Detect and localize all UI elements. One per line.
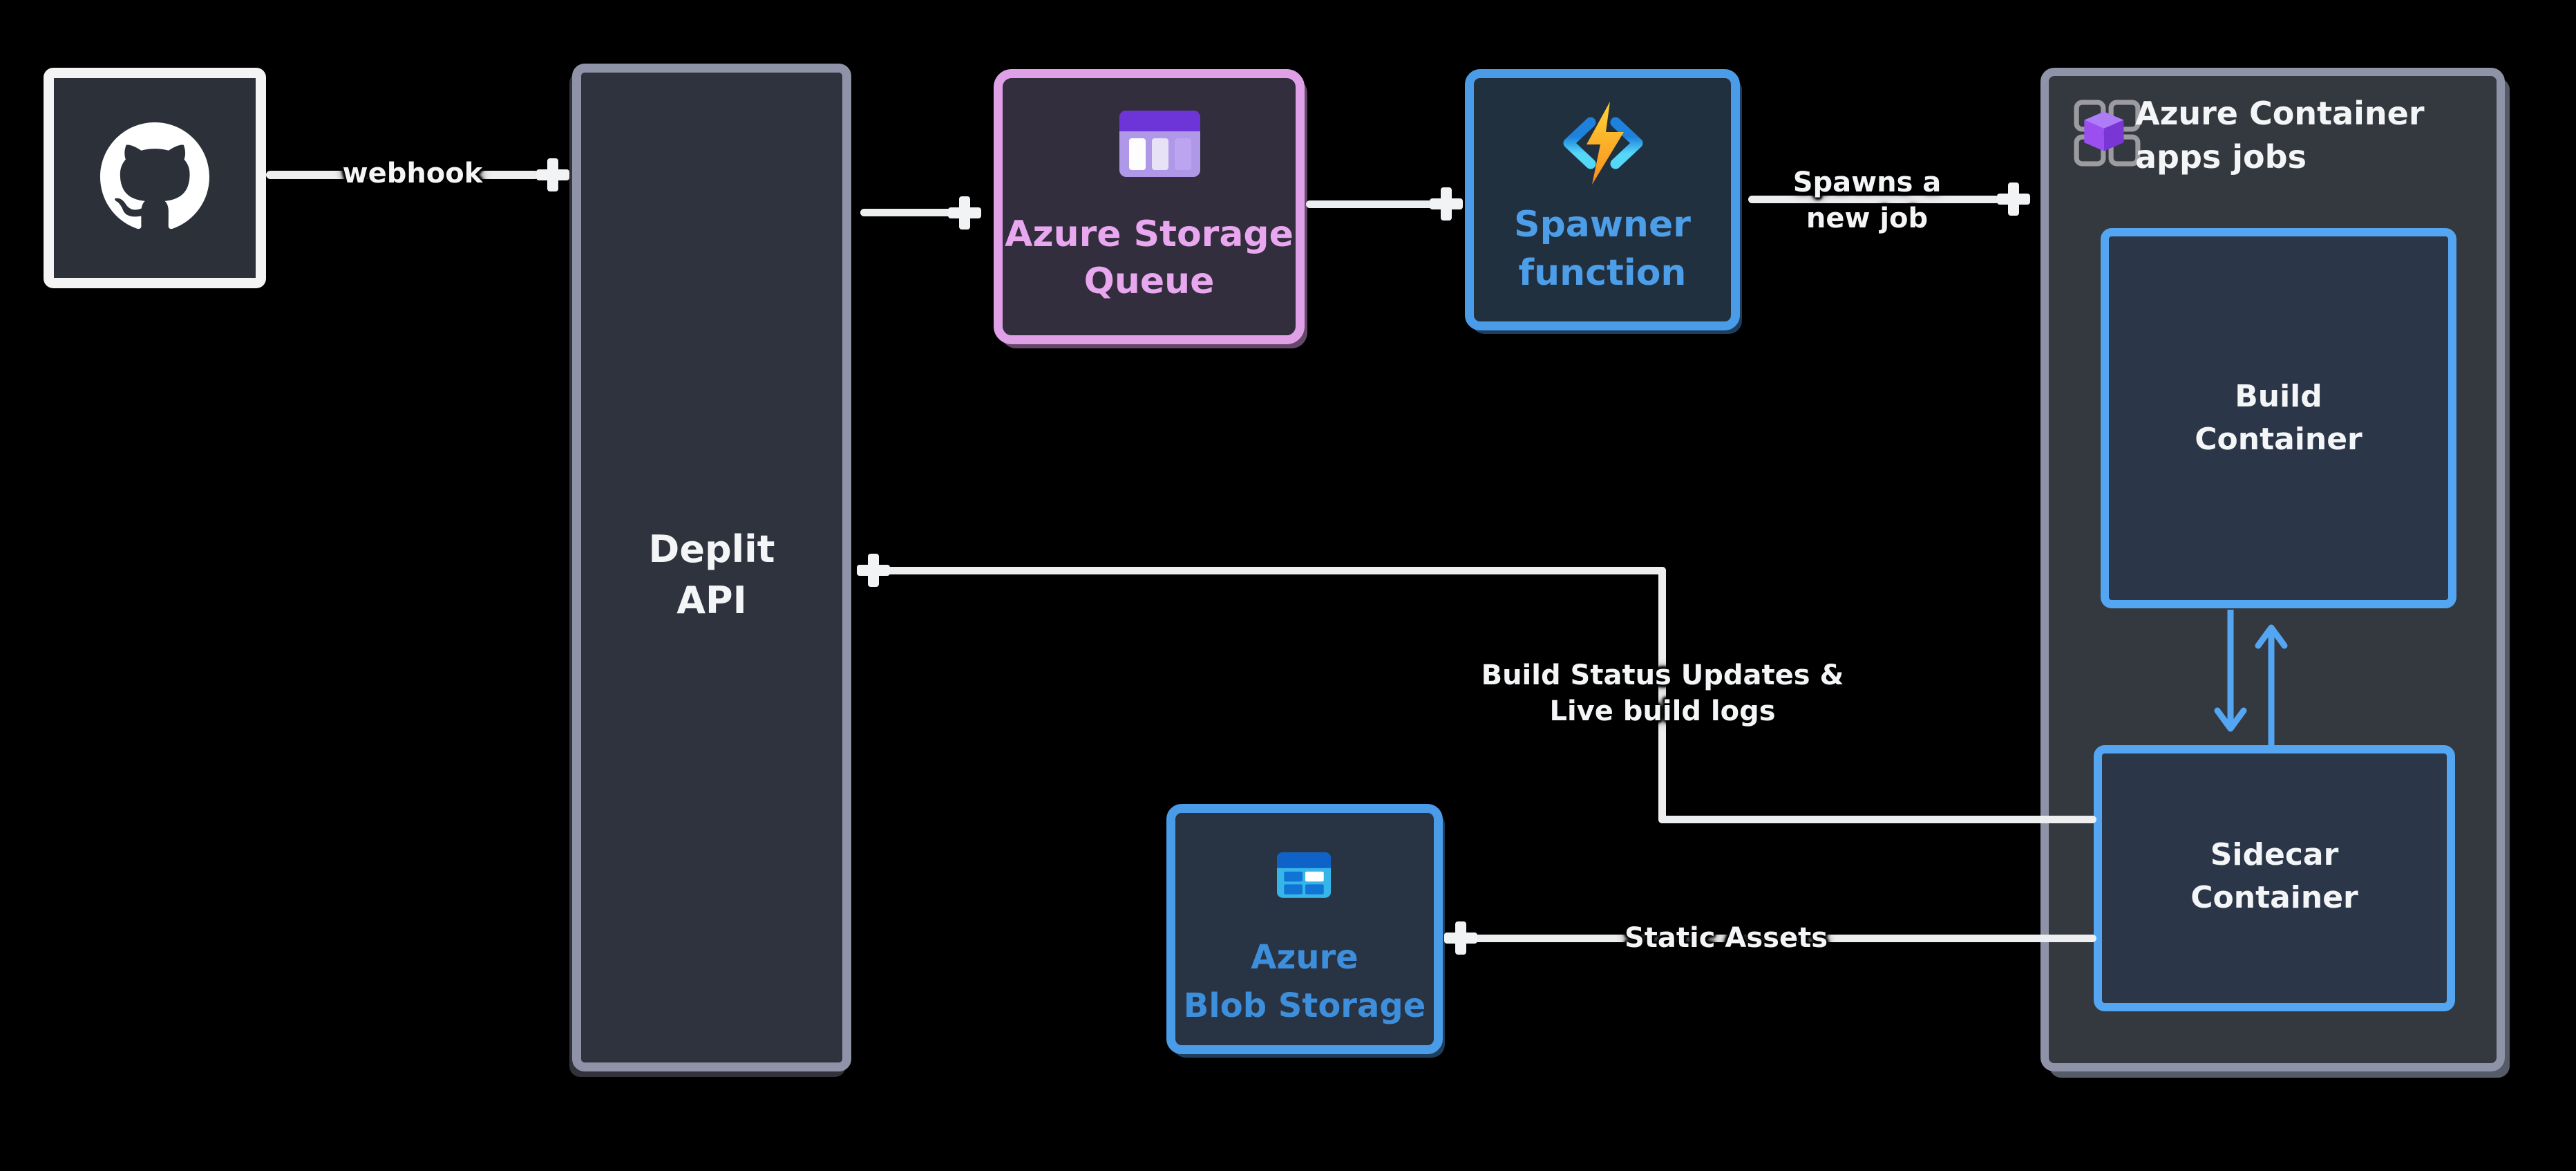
container-apps-jobs-title: Azure Container apps jobs: [2135, 95, 2425, 176]
sidecar-container-node: [2094, 745, 2455, 1011]
blob-storage-icon: [1277, 852, 1331, 901]
webhook-arrow-line: [266, 171, 539, 179]
static-assets-arrowhead-icon: [1444, 921, 1477, 955]
spawns-new-job-label: Spawns a new job: [1792, 167, 1942, 234]
deplit-api-label: Deplit API: [648, 527, 775, 622]
build-status-line-horizontal-1: [872, 567, 1666, 574]
deplit-api-node: [572, 64, 851, 1071]
build-status-arrowhead-icon: [857, 554, 890, 587]
spawner-function-label: Spawner function: [1514, 204, 1691, 294]
queue-feed-arrow-line: [860, 209, 954, 216]
github-node: [44, 68, 266, 288]
build-sidecar-arrows-icon: [2208, 606, 2298, 750]
build-status-label: Build Status Updates & Live build logs: [1481, 659, 1844, 727]
azure-functions-lightning-icon: [1555, 100, 1651, 189]
spawner-function-node: [1465, 69, 1740, 330]
webhook-label: webhook: [342, 158, 483, 189]
spawns-arrowhead-icon: [1997, 182, 2030, 216]
build-container-label: Build Container: [2195, 379, 2362, 457]
webhook-arrowhead-icon: [536, 158, 569, 191]
sidecar-container-label: Sidecar Container: [2190, 837, 2358, 915]
blob-storage-node: [1166, 804, 1443, 1054]
build-container-node: [2101, 228, 2456, 608]
static-assets-line: [1459, 935, 2096, 942]
static-assets-label: Static Assets: [1624, 922, 1828, 954]
build-status-line-vertical: [1658, 567, 1666, 823]
queue-trigger-arrowhead-icon: [1430, 187, 1463, 221]
container-apps-cube-icon: [2073, 99, 2141, 169]
storage-queue-label: Azure Storage Queue: [1005, 214, 1294, 302]
build-status-line-horizontal-2: [1658, 816, 2096, 823]
spawns-arrow-line: [1748, 196, 2000, 203]
queue-trigger-arrow-line: [1306, 200, 1434, 208]
github-octocat-icon: [99, 122, 211, 234]
queue-feed-arrowhead-icon: [948, 196, 981, 229]
storage-queue-icon: [1119, 111, 1200, 180]
blob-storage-label: Azure Blob Storage: [1183, 938, 1426, 1025]
